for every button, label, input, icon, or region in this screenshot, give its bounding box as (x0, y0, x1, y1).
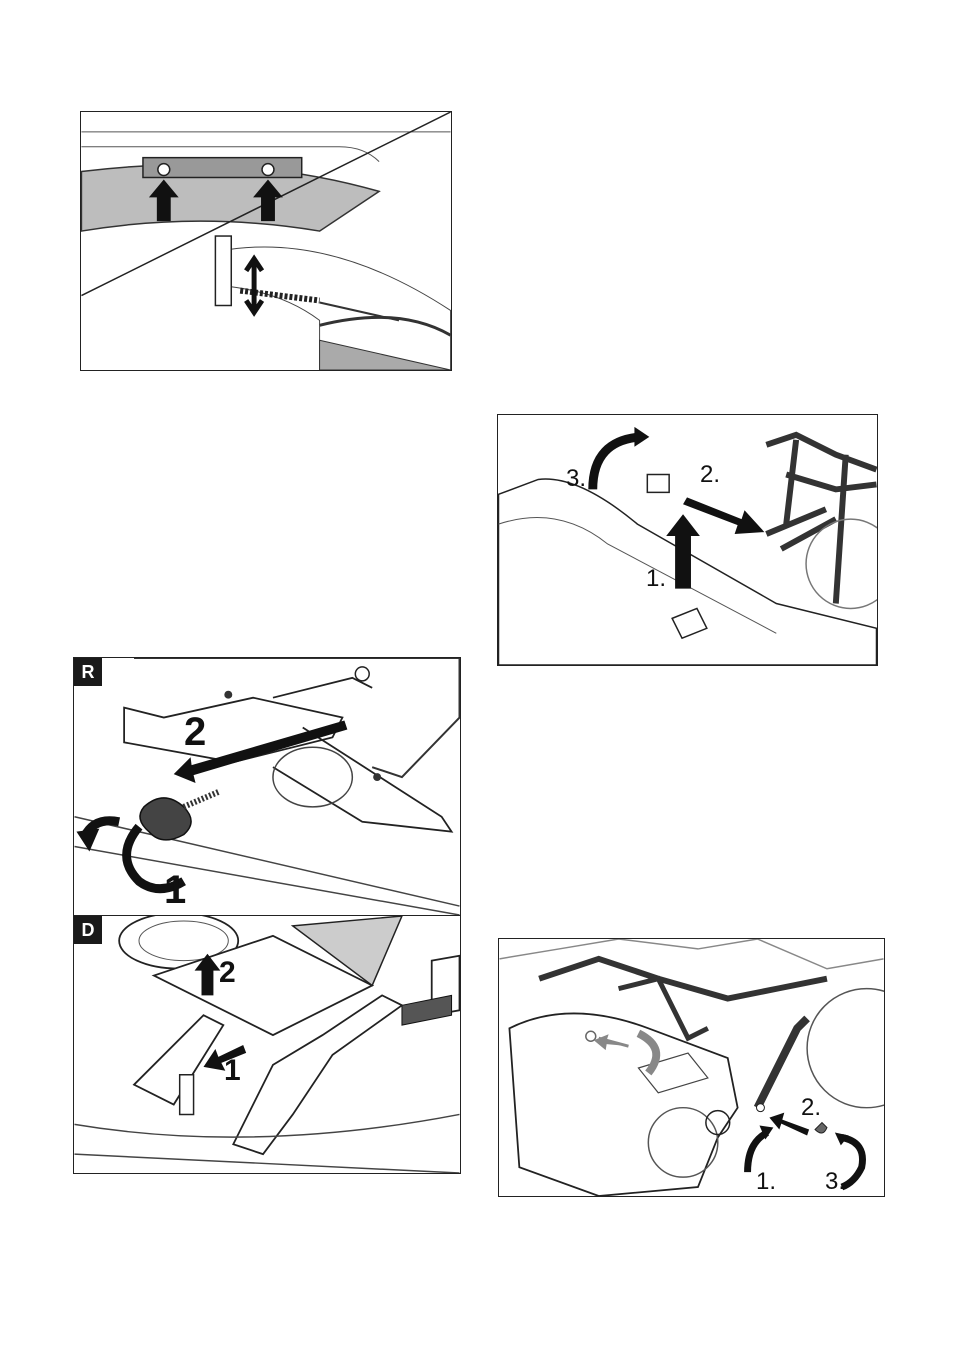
step-label-3: 3. (566, 467, 586, 491)
step-label-2: 2 (184, 712, 206, 752)
step-label-1: 1 (224, 1056, 241, 1086)
figure-pivot-arm: 2. 1. 3. (498, 938, 885, 1197)
knob-illustration (74, 658, 460, 915)
bumper-illustration (81, 112, 451, 370)
step-label-1: 1. (646, 567, 666, 591)
figure-bumper-screws (80, 111, 452, 371)
figure-r-knob: R 2 1 (73, 657, 461, 916)
arrow-rotate-icon (634, 427, 649, 447)
step-label-1: 1 (164, 870, 186, 910)
pivot-arm-illustration (499, 939, 884, 1196)
figure-brush-mount: 3. 2. 1. (497, 414, 878, 666)
step-label-1: 1. (756, 1170, 776, 1194)
brush-mount-illustration (498, 415, 877, 665)
arrow-right-icon (683, 497, 764, 534)
step-label-2: 2. (700, 463, 720, 487)
panel-tag-r: R (74, 658, 102, 686)
cover-illustration (74, 916, 460, 1173)
step-label-2: 2 (219, 958, 236, 988)
step-label-2: 2. (801, 1096, 821, 1120)
step-label-3: 3. (825, 1170, 845, 1194)
panel-tag-d: D (74, 916, 102, 944)
figure-d-cover: D 2 1 (73, 915, 461, 1174)
